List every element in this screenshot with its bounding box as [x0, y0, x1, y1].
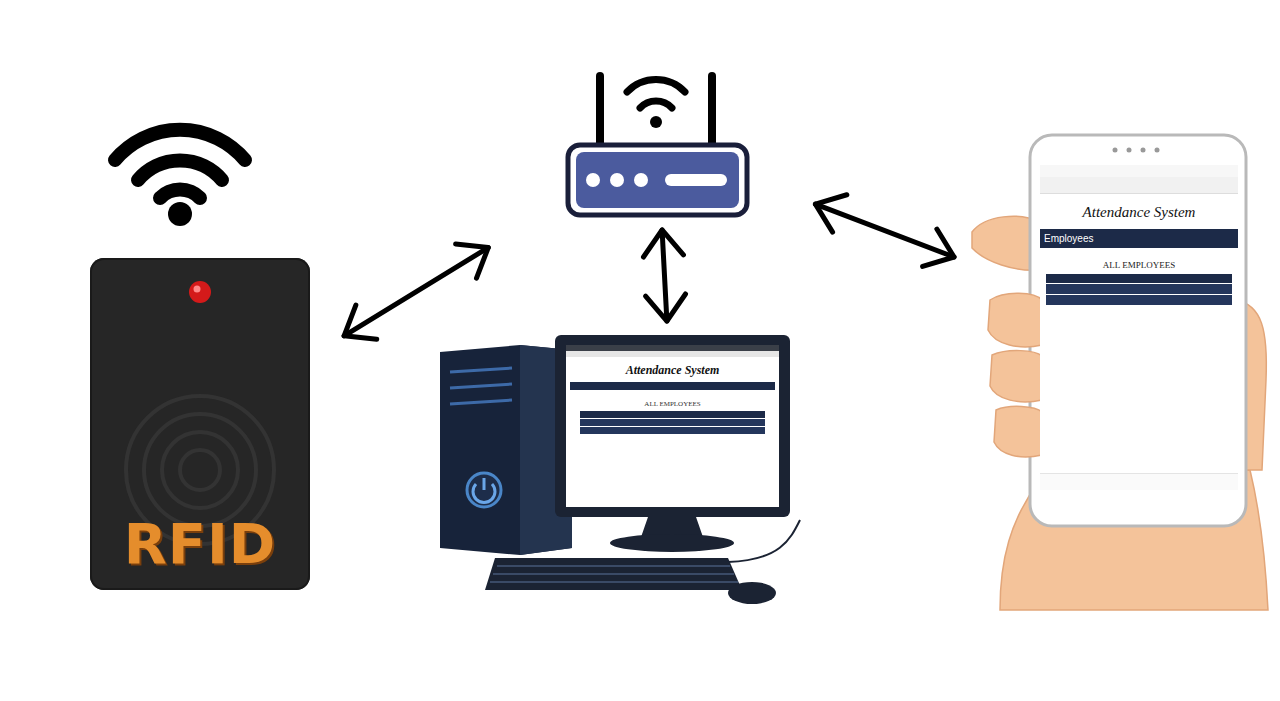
arrow-head	[646, 294, 686, 321]
arrow-head	[923, 229, 954, 266]
fingers	[988, 293, 1042, 457]
drawing-part	[1113, 148, 1118, 153]
led-glint	[194, 286, 201, 293]
double-arrow	[344, 244, 488, 339]
antenna	[708, 76, 716, 146]
double-arrow	[815, 195, 954, 267]
router-light	[586, 173, 600, 187]
nav-bar	[570, 382, 775, 390]
wifi-arc	[627, 80, 685, 92]
drawing-part	[497, 565, 730, 567]
table-header	[1046, 274, 1232, 283]
status-led	[189, 281, 211, 303]
browser-toolbar	[566, 351, 779, 357]
drawing-part	[990, 351, 1042, 402]
drawing-part	[138, 161, 222, 180]
status-bar	[1040, 165, 1238, 177]
arrow-head	[456, 244, 489, 278]
drawing-part	[493, 573, 734, 575]
wifi-symbol	[115, 130, 245, 198]
router-slot	[665, 174, 727, 186]
drawing-part	[994, 406, 1042, 457]
drawing-part	[490, 581, 738, 583]
drawing-part	[1155, 148, 1160, 153]
router-light	[610, 173, 624, 187]
page-title: Attendance System	[1040, 204, 1238, 221]
arrow-shaft	[662, 230, 667, 321]
drawing-part	[1141, 148, 1146, 153]
arrow-shaft	[815, 204, 954, 257]
arrow-head	[815, 195, 846, 232]
table-row	[580, 419, 765, 426]
mouse	[728, 582, 776, 604]
arrow-head	[643, 230, 683, 257]
android-nav	[1040, 473, 1238, 490]
table-row	[1046, 284, 1232, 294]
drawing-part	[160, 190, 200, 198]
wave-ring	[162, 432, 238, 508]
router-light	[634, 173, 648, 187]
page-title: Attendance System	[566, 363, 779, 378]
section-heading: ALL EMPLOYEES	[566, 400, 779, 408]
table-row	[1046, 295, 1232, 305]
drawing-part	[450, 400, 512, 404]
drawing-part	[483, 478, 486, 490]
wifi-dot	[650, 116, 662, 128]
wifi-router	[565, 70, 750, 218]
wave-ring	[180, 450, 220, 490]
wave-ring	[144, 414, 256, 526]
antenna	[596, 76, 604, 146]
computer-monitor	[555, 335, 790, 552]
url-bar	[1040, 177, 1238, 194]
drawing-part	[450, 368, 512, 372]
drawing-part	[440, 345, 572, 555]
section-heading: ALL EMPLOYEES	[1040, 260, 1238, 270]
double-arrow	[643, 230, 685, 321]
drawing-part	[450, 384, 512, 388]
wifi-arc	[640, 101, 672, 108]
drawing-part	[610, 534, 734, 552]
router-body	[568, 145, 747, 215]
computer-tower	[440, 345, 572, 555]
keyboard	[485, 558, 742, 590]
device-label: RFID	[124, 511, 277, 576]
router-icon	[565, 70, 750, 218]
rfid-reader: RFID	[90, 258, 310, 590]
table-header	[580, 411, 765, 418]
phone-body	[1030, 135, 1246, 526]
drawing-part	[1030, 135, 1246, 526]
drawing-part	[555, 335, 790, 517]
phone-screen: Attendance SystemEmployeesALL EMPLOYEES	[1040, 165, 1238, 490]
mouse-cable	[728, 520, 800, 562]
nav-bar: Employees	[1040, 229, 1238, 248]
table-row	[580, 427, 765, 434]
router-panel	[576, 152, 739, 208]
drawing-part	[1127, 148, 1132, 153]
drawing-part	[490, 566, 738, 582]
arrow-head	[344, 305, 377, 339]
wifi-symbol	[627, 80, 685, 108]
drawing-part	[467, 473, 501, 507]
drawing-part	[485, 558, 742, 590]
drawing-part	[988, 293, 1042, 347]
wifi-dot	[168, 202, 192, 226]
arrow-shaft	[344, 248, 488, 336]
monitor-screen: Attendance SystemALL EMPLOYEES	[566, 345, 779, 507]
